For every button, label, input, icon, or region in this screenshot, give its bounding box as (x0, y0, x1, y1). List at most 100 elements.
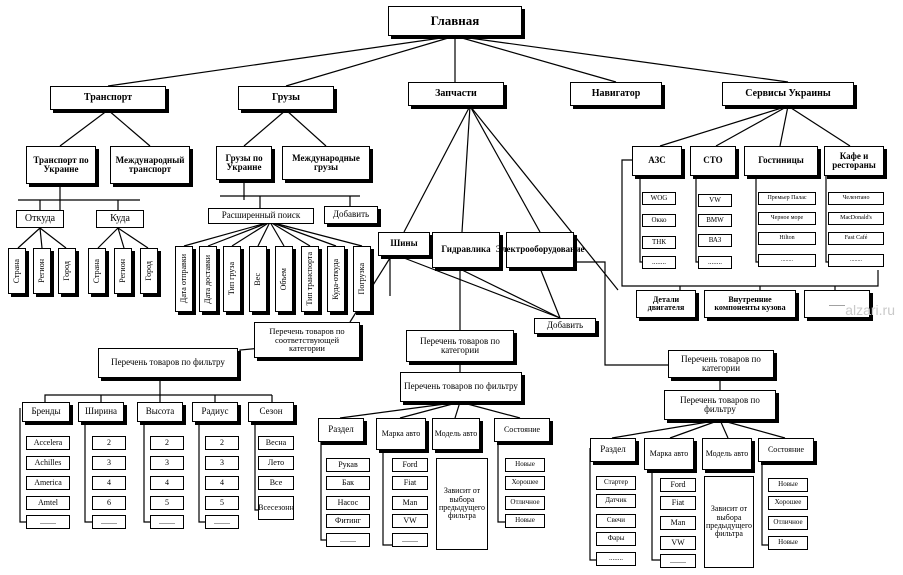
cafes-node: Кафе и рестораны (824, 146, 884, 176)
cargo-filter-item: Куда-откуда (327, 246, 345, 312)
hotel-item: Hilton (758, 232, 816, 245)
hydraulics-node: Гидравлика (432, 232, 500, 268)
advanced-search-node: Расширенный поиск (208, 208, 314, 224)
electrical-filter-header: Состояние (758, 438, 814, 462)
hydraulics-filter-item: Новые (505, 458, 545, 472)
tires-filter-item: 2 (150, 436, 184, 450)
cargo-node: Грузы (238, 86, 334, 110)
tires-filter-item: 3 (150, 456, 184, 470)
sto-node: СТО (690, 146, 736, 176)
sto-item: ........ (698, 256, 732, 269)
transport-to-item: Страна (88, 248, 106, 294)
cafe-item: Fast Café (828, 232, 884, 245)
cargo-add-node: Добавить (324, 206, 378, 224)
hydraulics-filter-item: Новые (505, 514, 545, 528)
electrical-filter-item: Фары (596, 532, 636, 546)
electrical-filter-item: VW (660, 536, 696, 550)
transport-from-item: Город (58, 248, 76, 294)
cafe-item: ........ (828, 254, 884, 267)
hydraulics-filter-item: Ford (392, 458, 428, 472)
navigator-node: Навигатор (570, 82, 662, 106)
cafe-item: MacDonald's (828, 212, 884, 225)
parts-node: Запчасти (408, 82, 504, 106)
transport-to-node: Куда (96, 210, 144, 228)
tires-filter-header: Высота (137, 402, 183, 422)
hotel-item: Черное море (758, 212, 816, 225)
hydraulics-filter-item: ........ (392, 533, 428, 547)
azs-item: ТНК (642, 236, 676, 249)
hotel-item: ........ (758, 254, 816, 267)
hydraulics-filter-item: Man (392, 496, 428, 510)
tires-node: Шины (378, 232, 430, 256)
hydraulics-filter-item: Насос (326, 496, 370, 510)
tires-filter-item: 4 (92, 476, 126, 490)
electrical-filter-item: Датчик (596, 494, 636, 508)
tires-filter-item: Achilles (26, 456, 70, 470)
hydraulics-filter-header: Раздел (318, 418, 364, 442)
tires-filter-item: Amtel (26, 496, 70, 510)
engine-parts-node: Детали двигателя (636, 290, 696, 318)
electrical-filter-item: Новые (768, 478, 808, 492)
hydraulics-filter-item: Зависит от выбора предыдущего фильтра (436, 458, 488, 550)
cargo-filter-item: Дата доставки (199, 246, 217, 312)
electrical-filter-item: Хорошее (768, 496, 808, 510)
parts-add-node: Добавить (534, 318, 596, 334)
tires-filter-item: Весна (258, 436, 294, 450)
transport-from-item: Регион (33, 248, 51, 294)
electrical-filter-item: Зависит от выбора предыдущего фильтра (704, 476, 754, 568)
azs-item: Окко (642, 214, 676, 227)
tires-filter-item: 4 (150, 476, 184, 490)
hotel-item: Премьер Палас (758, 192, 816, 205)
tires-filter-item: Все (258, 476, 294, 490)
hydraulics-filter-item: VW (392, 514, 428, 528)
services-more-node: ........ (804, 290, 870, 318)
transport-international-node: Международный транспорт (110, 146, 190, 184)
transport-to-item: Город (140, 248, 158, 294)
electrical-filter-item: Стартер (596, 476, 636, 490)
electrical-filter-item: Отличное (768, 516, 808, 530)
hydraulics-filter-list: Перечень товаров по фильтру (400, 372, 522, 402)
transport-ukraine-node: Транспорт по Украине (26, 146, 96, 184)
hydraulics-filter-item: Хорошее (505, 476, 545, 490)
electrical-filter-item: ........ (596, 552, 636, 566)
tires-filter-item: ........ (205, 515, 239, 529)
hotels-node: Гостиницы (744, 146, 818, 176)
electrical-category-list: Перечень товаров по категории (668, 350, 774, 378)
cargo-filter-item: Объем (275, 246, 293, 312)
cafe-item: Челентано (828, 192, 884, 205)
tires-filter-item: 2 (92, 436, 126, 450)
tires-filter-header: Бренды (22, 402, 70, 422)
transport-from-item: Страна (8, 248, 26, 294)
tires-filter-item: 2 (205, 436, 239, 450)
tires-filter-item: ........ (26, 515, 70, 529)
cargo-filter-item: Дата отправки (175, 246, 193, 312)
hydraulics-category-list: Перечень товаров по категории (406, 330, 514, 362)
transport-from-node: Откуда (16, 210, 64, 228)
hydraulics-filter-item: Отличное (505, 496, 545, 510)
hydraulics-filter-item: Фитинг (326, 514, 370, 528)
electrical-filter-item: ........ (660, 554, 696, 568)
tires-filter-item: 4 (205, 476, 239, 490)
hydraulics-filter-header: Модель авто (432, 418, 480, 450)
tires-filter-item: 3 (92, 456, 126, 470)
cargo-ukraine-node: Грузы по Украине (216, 146, 272, 180)
hydraulics-filter-header: Марка авто (376, 418, 426, 450)
hydraulics-filter-item: Рукав (326, 458, 370, 472)
tires-filter-item: Лето (258, 456, 294, 470)
root-node: Главная (388, 6, 522, 36)
electrical-filter-list: Перечень товаров по фильтру (664, 390, 776, 420)
hydraulics-filter-header: Состояние (494, 418, 550, 442)
azs-item: ........ (642, 256, 676, 269)
tires-filter-header: Радиус (192, 402, 238, 422)
tires-filter-item: Accelera (26, 436, 70, 450)
tires-filter-item: Всесезонн (258, 496, 294, 520)
tires-filter-list: Перечень товаров по фильтру (98, 348, 238, 378)
hydraulics-filter-item: ........ (326, 533, 370, 547)
cargo-filter-item: Вес (249, 246, 267, 312)
watermark: alzari.ru (845, 302, 895, 318)
tires-filter-header: Ширина (78, 402, 124, 422)
tires-category-list: Перечень товаров по соответствующей кате… (254, 322, 360, 358)
tires-filter-item: 5 (150, 496, 184, 510)
electrical-node: Электрооборудование (496, 232, 585, 268)
tires-filter-item: ........ (92, 515, 126, 529)
